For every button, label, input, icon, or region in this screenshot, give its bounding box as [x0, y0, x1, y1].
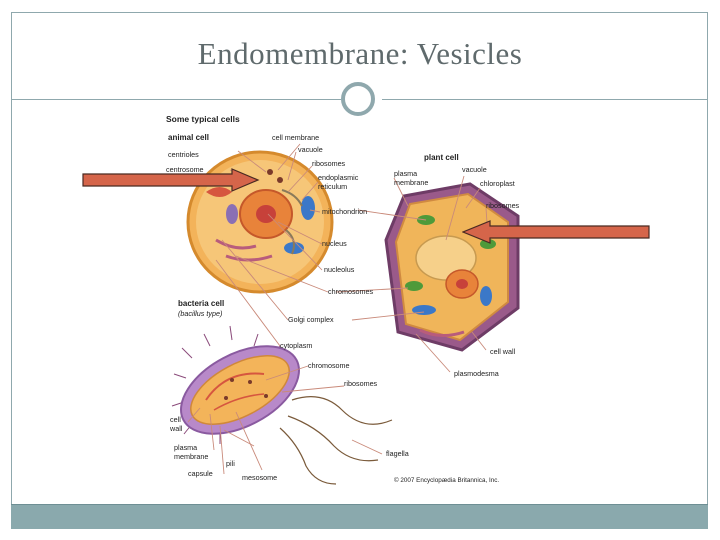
label-membrane-bacteria: membrane: [174, 452, 208, 461]
bacteria-cell: [171, 325, 393, 485]
label-vacuole-plant: vacuole: [462, 165, 487, 174]
title-divider-circle: [341, 82, 375, 116]
animal-cell: [186, 150, 334, 294]
label-plasma-bacteria: plasma: [174, 443, 197, 452]
label-leader-lines: [187, 143, 489, 475]
label-golgi-complex: Golgi complex: [288, 315, 334, 324]
label-ribosomes-animal: ribosomes: [312, 159, 346, 168]
label-chloroplast: chloroplast: [480, 179, 515, 188]
label-nucleolus: nucleolus: [324, 265, 355, 274]
cell-diagram: Some typical cells animal cell plant cel…: [166, 114, 520, 485]
animal-cell-heading: animal cell: [168, 133, 209, 142]
label-ribosomes-plant: ribosomes: [486, 201, 520, 210]
figure-heading: Some typical cells: [166, 114, 240, 124]
bacteria-subtitle: (bacillus type): [178, 309, 222, 318]
label-capsule: capsule: [188, 469, 213, 478]
bacteria-cell-heading: bacteria cell: [178, 299, 224, 308]
slide-title: Endomembrane: Vesicles: [197, 36, 523, 71]
label-ribosomes-bacteria: ribosomes: [344, 379, 378, 388]
label-nucleus: nucleus: [322, 239, 347, 248]
label-vacuole-animal: vacuole: [298, 145, 323, 154]
label-cytoplasm: cytoplasm: [280, 341, 312, 350]
label-plasma-plant: plasma: [394, 169, 417, 178]
title-divider-right: [382, 99, 708, 100]
plant-cell-heading: plant cell: [424, 153, 459, 162]
label-mitochondrion: mitochondrion: [322, 207, 367, 216]
label-chromosomes: chromosomes: [328, 287, 374, 296]
label-cell-wall-plant: cell wall: [490, 347, 516, 356]
right-arrow: [462, 220, 650, 244]
label-membrane-plant: membrane: [394, 178, 428, 187]
label-cell-membrane: cell membrane: [272, 133, 319, 142]
title-divider-left: [11, 99, 341, 100]
label-flagella: flagella: [386, 449, 409, 458]
label-plasmodesma: plasmodesma: [454, 369, 499, 378]
footer-bar: [11, 504, 708, 529]
left-arrow: [82, 168, 260, 192]
copyright-notice: © 2007 Encyclopædia Britannica, Inc.: [394, 476, 499, 484]
label-endoplasmic: endoplasmic: [318, 173, 359, 182]
label-chromosome-bacteria: chromosome: [308, 361, 350, 370]
label-cell-bacteria: cell: [170, 415, 181, 424]
label-wall-bacteria: wall: [169, 424, 183, 433]
label-centrioles: centrioles: [168, 150, 199, 159]
label-centrosome: centrosome: [166, 165, 204, 174]
label-reticulum: reticulum: [318, 182, 347, 191]
label-pili: pili: [226, 459, 235, 468]
label-mesosome: mesosome: [242, 473, 277, 482]
